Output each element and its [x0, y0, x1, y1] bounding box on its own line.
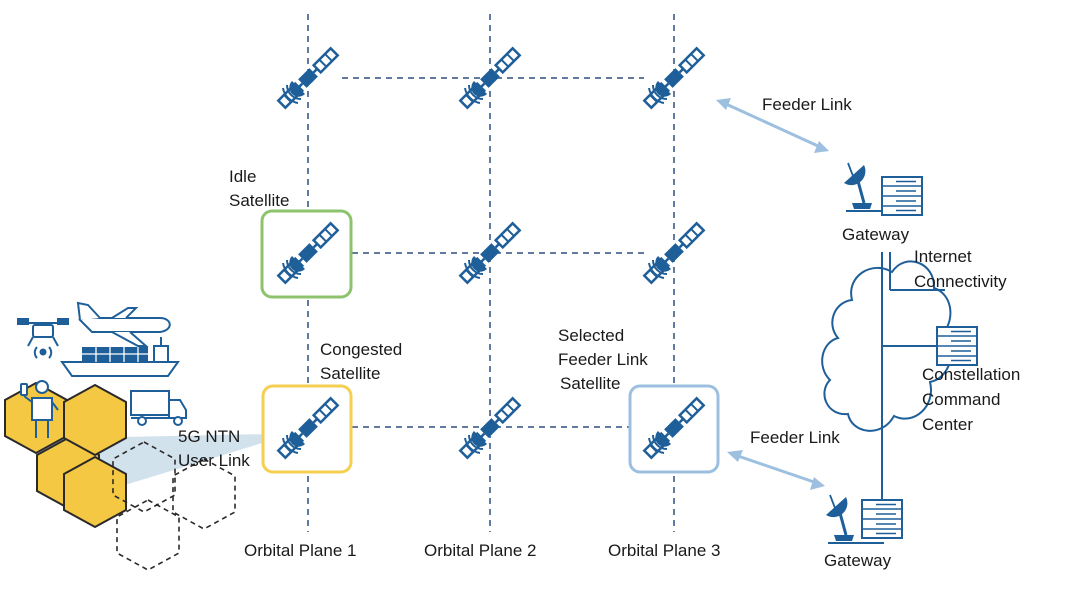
drone-icon	[17, 318, 69, 359]
cell-hexagon-filled	[63, 383, 127, 457]
orbital-plane-lines	[307, 14, 675, 532]
cell-hexagon-filled	[63, 455, 127, 529]
satellite-icon	[458, 396, 522, 460]
feeder-link-label-top: Feeder Link	[762, 95, 852, 114]
selected-label-line2: Feeder Link	[558, 350, 648, 369]
airplane-icon	[76, 301, 171, 347]
truck-icon	[130, 390, 187, 426]
feeder-link-label-bottom: Feeder Link	[750, 428, 840, 447]
feeder-link-arrow-top	[725, 102, 819, 148]
satellite-icon	[276, 46, 340, 110]
gateway-top	[842, 161, 923, 216]
congested-label-line1: Congested	[320, 340, 402, 359]
satellite-icon	[642, 46, 706, 110]
ship-icon	[60, 337, 180, 377]
orbital-plane-2-label: Orbital Plane 2	[424, 541, 536, 560]
person-icon	[20, 380, 59, 438]
orbital-plane-1-label: Orbital Plane 1	[244, 541, 356, 560]
gateway-label-bottom: Gateway	[824, 551, 892, 570]
arrow-head	[716, 98, 731, 110]
arrow-head	[810, 477, 825, 490]
congested-label-line2: Satellite	[320, 364, 380, 383]
arrow-head	[727, 450, 743, 462]
gateway-bottom	[824, 493, 903, 545]
arrow-head	[814, 141, 829, 153]
user-link-label-line1: 5G NTN	[178, 427, 240, 446]
labels: Idle Satellite Congested Satellite Selec…	[178, 95, 1020, 570]
orbital-plane-3-label: Orbital Plane 3	[608, 541, 720, 560]
command-label-line1: Constellation	[922, 365, 1020, 384]
internet-label-line2: Connectivity	[914, 272, 1007, 291]
server-rack-icon	[881, 176, 923, 216]
selected-label-line3: Satellite	[560, 374, 620, 393]
gateway-label-top: Gateway	[842, 225, 910, 244]
satellite-icon	[642, 221, 706, 285]
server-rack-icon	[861, 499, 903, 539]
idle-label-line2: Satellite	[229, 191, 289, 210]
user-link-label-line2: User Link	[178, 451, 250, 470]
command-label-line3: Center	[922, 415, 973, 434]
feeder-link-arrow-bottom	[737, 454, 815, 484]
selected-label-line1: Selected	[558, 326, 624, 345]
command-label-line2: Command	[922, 390, 1000, 409]
idle-label-line1: Idle	[229, 167, 256, 186]
network-lines	[881, 252, 945, 500]
internet-label-line1: Internet	[914, 247, 972, 266]
server-rack-icon	[936, 326, 978, 366]
feeder-link-arrows	[716, 98, 829, 490]
